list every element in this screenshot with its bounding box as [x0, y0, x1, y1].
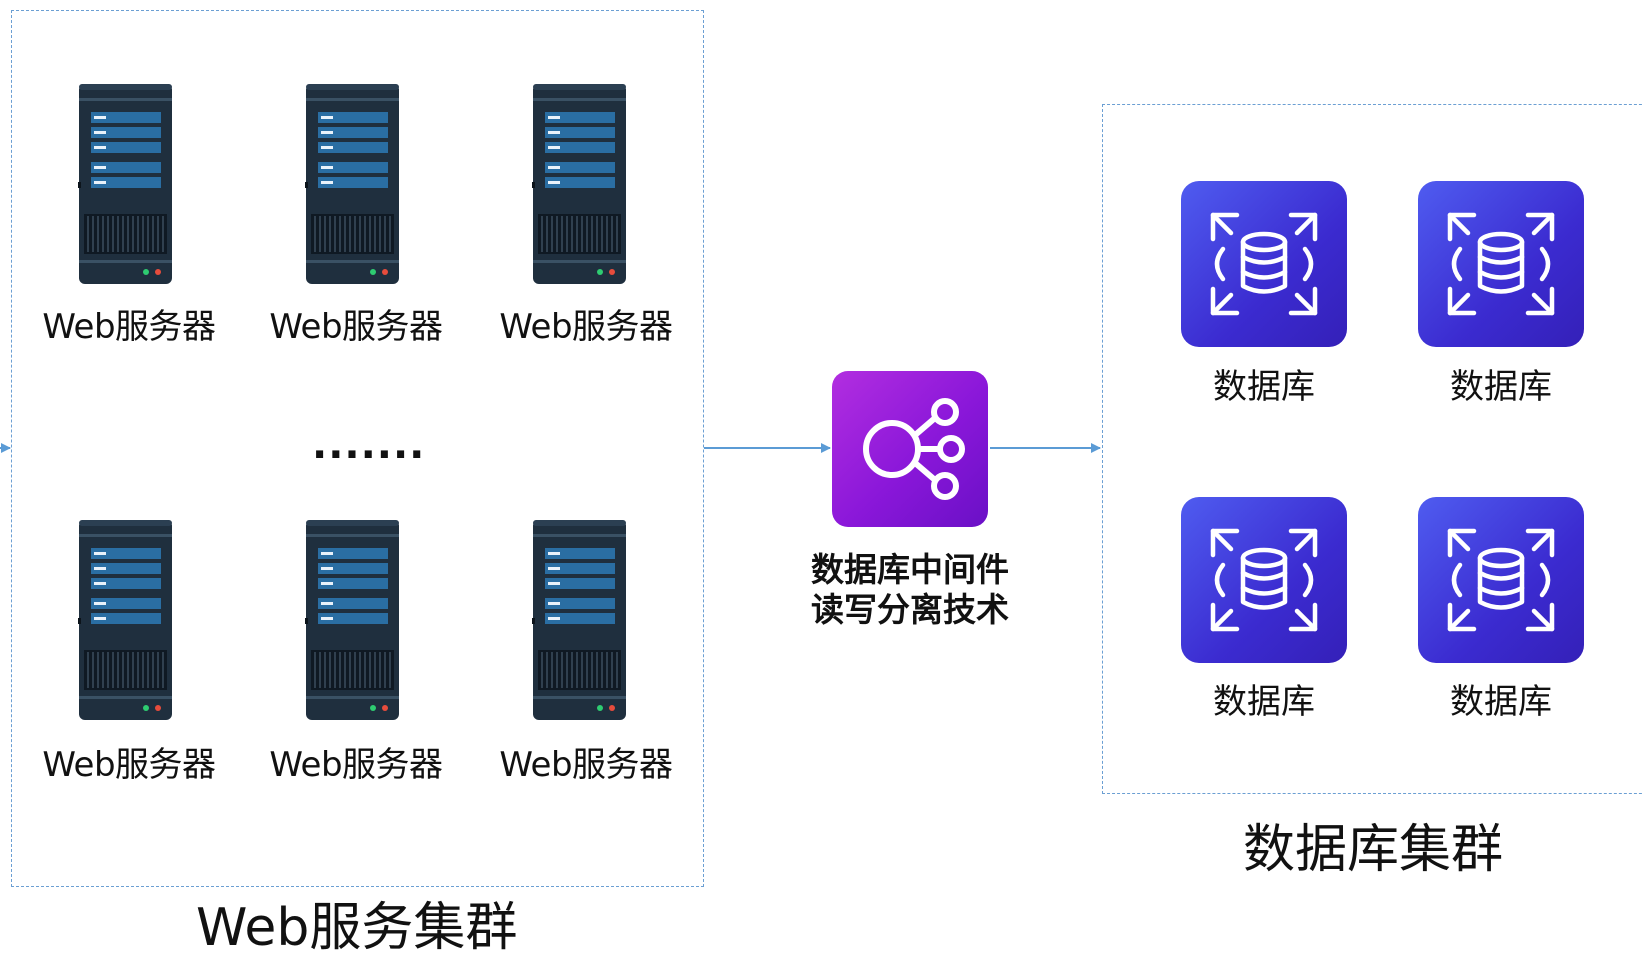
web-cluster-title: Web服务集群	[196, 898, 518, 958]
web-server-label: Web服务器	[499, 307, 673, 347]
web-server-label: Web服务器	[269, 307, 443, 347]
database-icon	[1181, 181, 1347, 347]
db-cluster-box	[1102, 104, 1642, 794]
web-server-icon	[78, 520, 173, 720]
web-cluster-box	[11, 10, 704, 887]
database-label: 数据库	[1213, 367, 1315, 407]
ellipsis: .......	[312, 422, 426, 468]
database-label: 数据库	[1450, 367, 1552, 407]
web-server-label: Web服务器	[42, 307, 216, 347]
web-server-icon	[532, 520, 627, 720]
share-nodes-icon	[832, 371, 988, 527]
middleware-label-line1: 数据库中间件	[811, 550, 1009, 589]
database-icon	[1418, 497, 1584, 663]
web-server-icon	[532, 84, 627, 284]
database-icon	[1181, 497, 1347, 663]
middleware-label-line2: 读写分离技术	[811, 590, 1009, 629]
web-server-icon	[78, 84, 173, 284]
middleware-label: 数据库中间件 读写分离技术	[780, 550, 1040, 630]
database-label: 数据库	[1450, 682, 1552, 722]
web-server-icon	[305, 520, 400, 720]
web-server-label: Web服务器	[499, 745, 673, 785]
web-server-label: Web服务器	[269, 745, 443, 785]
database-label: 数据库	[1213, 682, 1315, 722]
database-icon	[1418, 181, 1584, 347]
web-server-icon	[305, 84, 400, 284]
db-cluster-title: 数据库集群	[1243, 820, 1504, 880]
web-server-label: Web服务器	[42, 745, 216, 785]
